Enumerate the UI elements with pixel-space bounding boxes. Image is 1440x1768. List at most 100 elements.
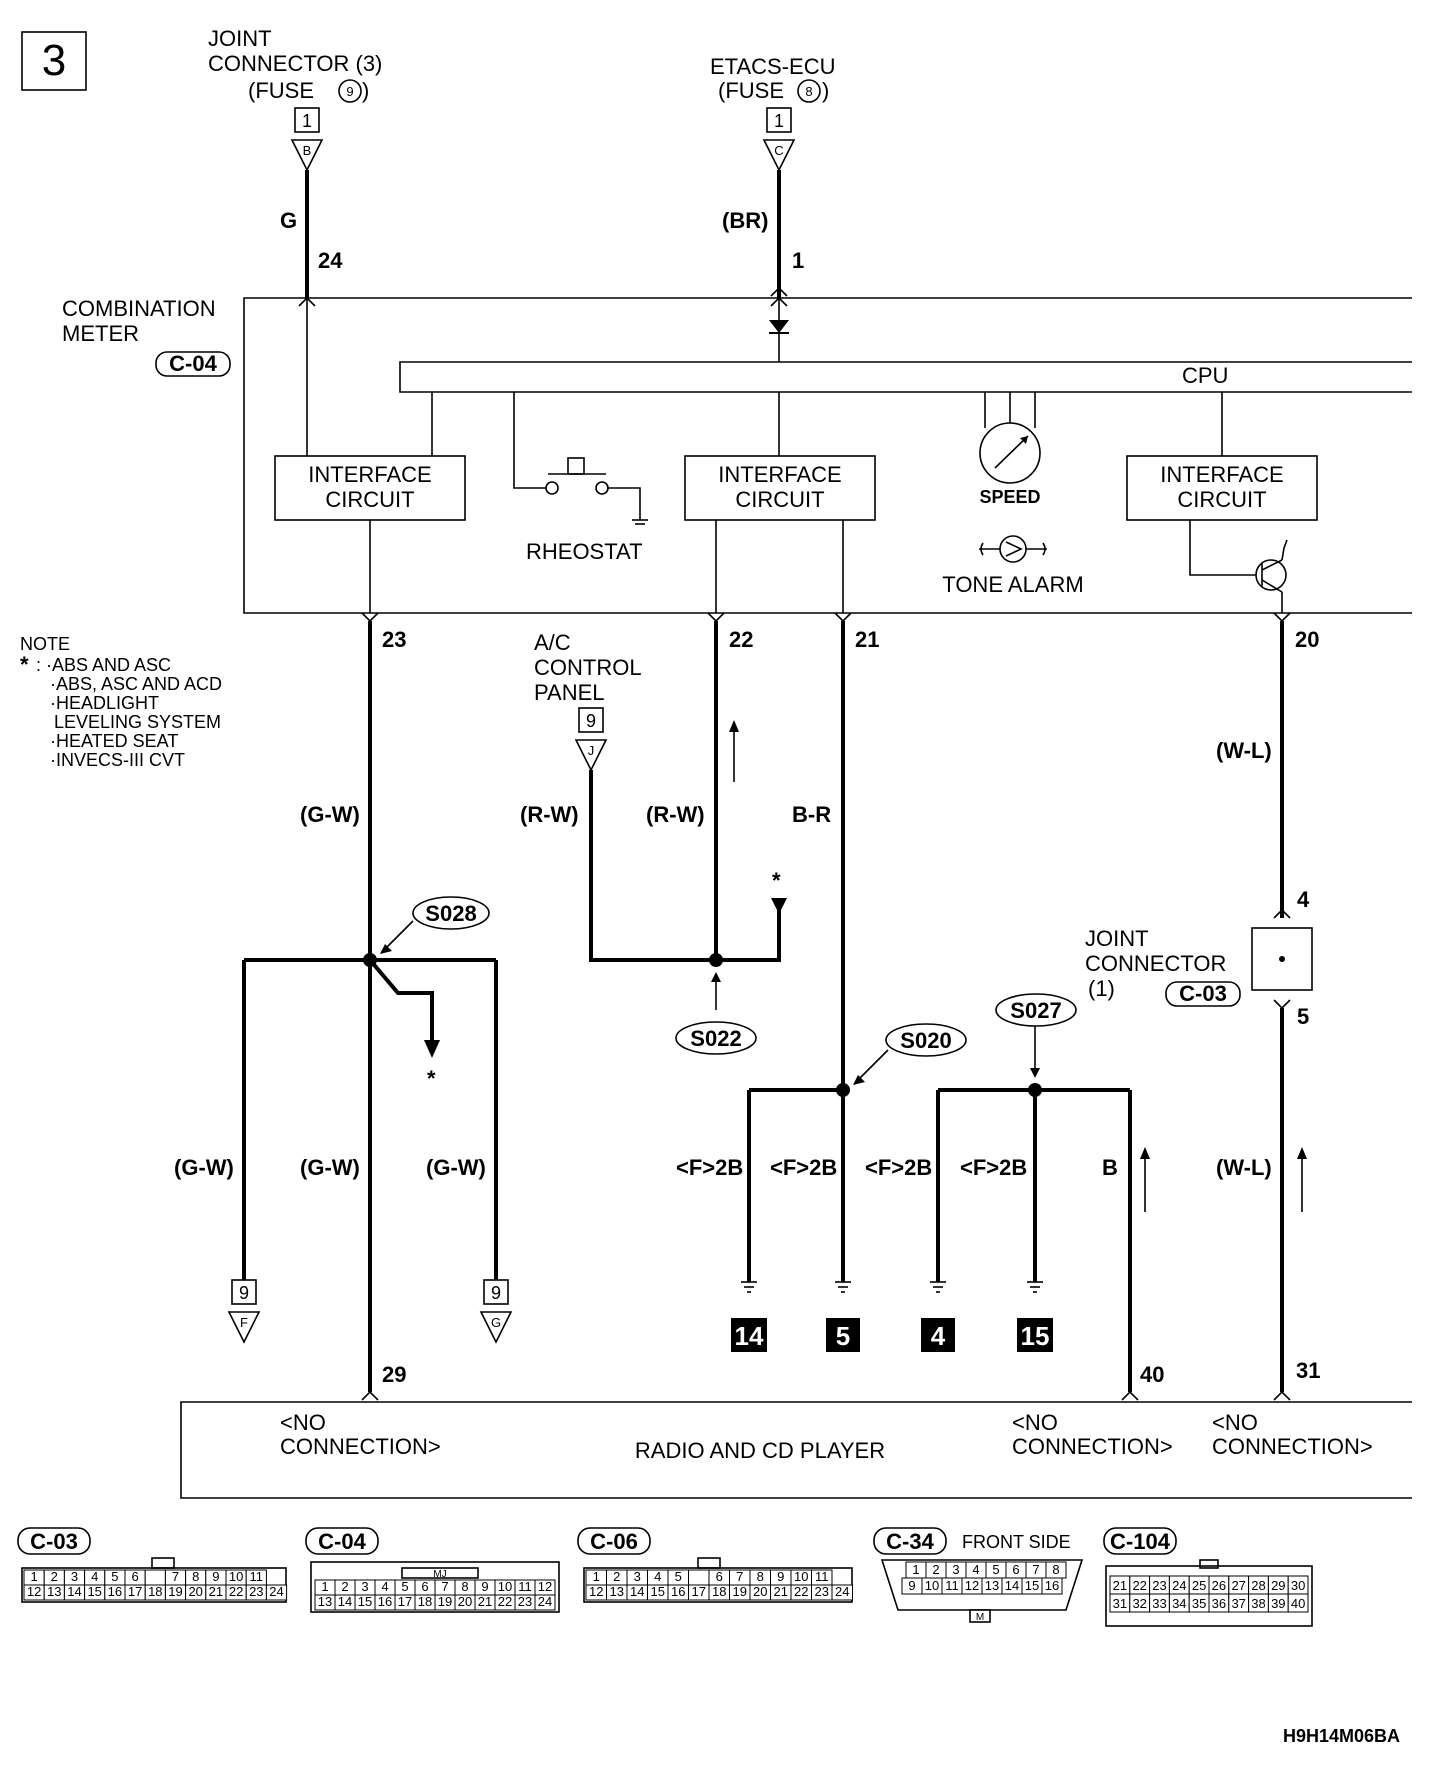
connector-pin-cell xyxy=(265,1584,288,1601)
branch-f-id: F xyxy=(240,1315,248,1330)
conn-c04-key xyxy=(401,1567,479,1579)
radio-nc1-line2: CONNECTION> xyxy=(280,1434,441,1459)
connector-pin-label: 14 xyxy=(1005,1578,1019,1593)
ground-symbol-14 xyxy=(741,1281,757,1293)
note-line-2: ·ABS, ASC AND ACD xyxy=(50,674,222,694)
connector-pin-label: 7 xyxy=(172,1569,179,1584)
wire-label-gw-left: (G-W) xyxy=(174,1155,234,1180)
s022-star-arrow xyxy=(771,898,787,914)
source2-pin-box xyxy=(766,107,792,133)
connector-pin-label: 15 xyxy=(651,1584,665,1599)
conn-c03-id: C-03 xyxy=(30,1529,78,1554)
joint-connector-1-line1: JOINT xyxy=(1085,926,1149,951)
connector-pin-label: 33 xyxy=(1152,1596,1166,1611)
conn-c34-id: C-34 xyxy=(886,1529,934,1554)
connector-pin-label: 21 xyxy=(1113,1578,1127,1593)
connector-pin-label: 12 xyxy=(965,1578,979,1593)
ground-14-number: 14 xyxy=(735,1321,764,1351)
s028-pointer xyxy=(383,920,414,951)
diode-icon xyxy=(769,320,789,333)
s028-star-branch xyxy=(368,958,434,1045)
source1-name-line2: CONNECTOR (3) xyxy=(208,51,382,76)
source2-meter-pin: 1 xyxy=(792,248,804,273)
radio-nc3-line2: CONNECTION> xyxy=(1212,1434,1373,1459)
connector-pin-label: 13 xyxy=(985,1578,999,1593)
connector-pin-label: 9 xyxy=(481,1579,488,1594)
radio-pin-31: 31 xyxy=(1296,1358,1320,1383)
ic3-line1: INTERFACE xyxy=(1160,462,1283,487)
flow-arrow-pin22-head xyxy=(729,720,739,732)
connector-pin-label: 14 xyxy=(338,1594,352,1609)
connector-pin-label: 23 xyxy=(815,1584,829,1599)
note-line-6: ·INVECS-III CVT xyxy=(50,750,185,770)
radio-title: RADIO AND CD PLAYER xyxy=(635,1438,885,1463)
source2-connector-triangle xyxy=(762,139,796,172)
connector-pin-label: 3 xyxy=(361,1579,368,1594)
radio-box xyxy=(180,1401,1412,1499)
connector-pin-label: 30 xyxy=(1291,1578,1305,1593)
wire-label-f2b-3: <F>2B xyxy=(865,1155,932,1180)
connector-pin-label: 15 xyxy=(87,1584,101,1599)
joint-connector-1-line2: CONNECTOR xyxy=(1085,951,1226,976)
source1-fuse-close: ) xyxy=(362,78,369,103)
branch-g-pin-box xyxy=(483,1279,509,1305)
branch-f-pin: 9 xyxy=(239,1283,249,1303)
source2-fuse-label: (FUSE xyxy=(718,78,784,103)
connector-pin-label: 20 xyxy=(458,1594,472,1609)
figure-code: H9H14M06BA xyxy=(1283,1726,1400,1746)
ground-5-badge xyxy=(826,1318,860,1352)
cpu-bar xyxy=(399,361,1412,393)
wire-label-br: B-R xyxy=(792,802,831,827)
connector-pin-label: 22 xyxy=(794,1584,808,1599)
joint-connector-1-dot xyxy=(1279,956,1285,962)
source2-pin: 1 xyxy=(774,111,784,131)
connector-pin-label: 22 xyxy=(1132,1578,1146,1593)
splice-s022-label: S022 xyxy=(690,1026,741,1051)
s027-pointer-head xyxy=(1030,1068,1040,1078)
connector-pin-label: 24 xyxy=(538,1594,552,1609)
connector-pin-label: 25 xyxy=(1192,1578,1206,1593)
meter-pin-22: 22 xyxy=(729,627,753,652)
connector-pin-label: 14 xyxy=(67,1584,81,1599)
connector-pin-label: 1 xyxy=(593,1569,600,1584)
ac-panel-id: J xyxy=(588,743,595,758)
page-number: 3 xyxy=(42,36,66,85)
connector-pin-label: 8 xyxy=(757,1569,764,1584)
source1-meter-pin: 24 xyxy=(318,248,343,273)
rheostat-contact-right xyxy=(595,481,609,495)
pin29-chevron xyxy=(361,1390,379,1401)
conn-c34-key-label: M xyxy=(976,1612,984,1623)
conn-c04-id: C-04 xyxy=(318,1529,366,1554)
connector-pin-label: 5 xyxy=(401,1579,408,1594)
connector-pin-label: 10 xyxy=(229,1569,243,1584)
meter-pin-23: 23 xyxy=(382,627,406,652)
connector-pin-label: 9 xyxy=(777,1569,784,1584)
connector-pin-label: 7 xyxy=(736,1569,743,1584)
ic1-line1: INTERFACE xyxy=(308,462,431,487)
conn-c06-id: C-06 xyxy=(590,1529,638,1554)
splice-s028-label: S028 xyxy=(425,901,476,926)
tone-alarm-label: TONE ALARM xyxy=(942,572,1083,597)
pin21-chevron xyxy=(834,612,852,623)
source1-fuse-label: (FUSE xyxy=(248,78,314,103)
rheostat-button-icon xyxy=(567,457,585,475)
splice-s022-badge xyxy=(675,1021,757,1055)
connector-pin-label: 11 xyxy=(945,1578,959,1593)
connector-pin-cell xyxy=(688,1569,710,1586)
meter-connector: C-04 xyxy=(169,351,217,376)
radio-nc1-line1: <NO xyxy=(280,1410,326,1435)
source2-wire-color: (BR) xyxy=(722,208,768,233)
rheostat-wire xyxy=(513,392,546,489)
connector-pin-label: 4 xyxy=(972,1562,979,1577)
connector-pin-label: 17 xyxy=(692,1584,706,1599)
connector-pin-label: 2 xyxy=(613,1569,620,1584)
connector-pin-cell xyxy=(831,1584,853,1601)
ac-panel-pin: 9 xyxy=(586,711,596,731)
connector-pin-cell xyxy=(144,1569,166,1586)
tone-alarm-leads xyxy=(979,542,1047,556)
cpu-label: CPU xyxy=(1182,363,1228,388)
conn-c06-latch xyxy=(697,1557,721,1569)
